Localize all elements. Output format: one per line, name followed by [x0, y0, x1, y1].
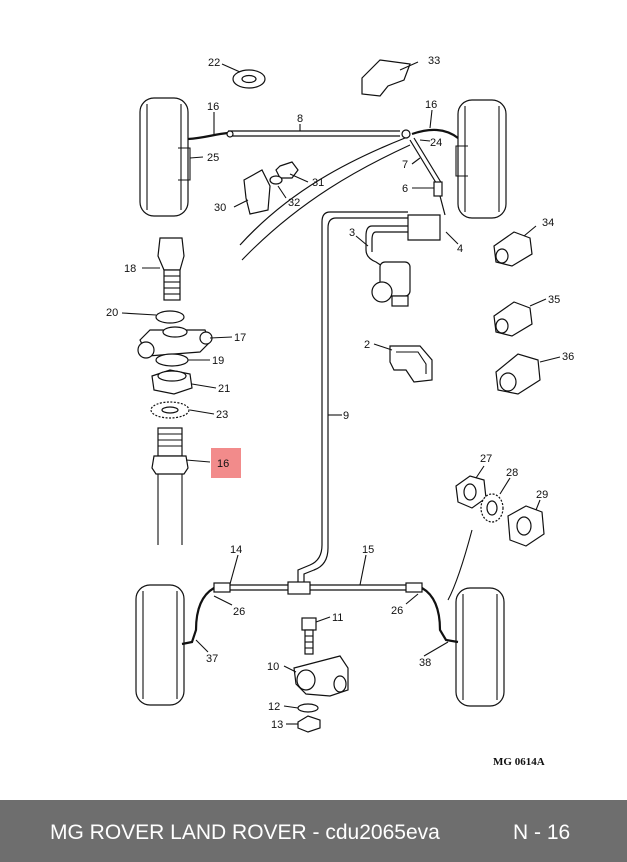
callout-7: 7 [402, 159, 408, 171]
rear-axle-pipes [181, 581, 459, 646]
part-2-bracket [389, 345, 433, 383]
diagram-reference-code: MG 0614A [493, 756, 545, 768]
callout-4: 4 [457, 243, 463, 255]
front-cross-pipe [187, 128, 459, 141]
front-right-bracket [455, 145, 468, 177]
part-35-nut [493, 301, 533, 337]
callout-24: 24 [430, 137, 442, 149]
part-33-clip [361, 59, 411, 97]
part-13-nut [297, 715, 321, 733]
callout-2: 2 [364, 339, 370, 351]
part-23-star-washer [150, 401, 190, 419]
front-left-bracket [178, 147, 191, 181]
rear-right-wheel [455, 587, 505, 707]
part-18-union [157, 237, 185, 301]
part-17-tee [137, 326, 213, 359]
part-31-nut [275, 161, 299, 179]
part-20-washer [155, 310, 185, 324]
part-11-bolt [301, 617, 317, 655]
callout-36: 36 [562, 351, 574, 363]
callout-38: 38 [419, 657, 431, 669]
footer-bar: MG ROVER LAND ROVER - cdu2065eva N - 16 [0, 800, 627, 862]
part-34-nut [493, 231, 533, 267]
pipe-connector-6 [433, 181, 443, 197]
chassis-line [239, 137, 406, 246]
callout-33: 33 [428, 55, 440, 67]
callout-18: 18 [124, 263, 136, 275]
part-28-washer [480, 493, 504, 523]
brake-pipe-diagram: 22 16 33 16 24 8 25 7 6 4 3 34 31 32 30 … [106, 55, 575, 768]
part-29-nut [507, 505, 545, 547]
callout-9: 9 [343, 410, 349, 422]
callout-16-front-right: 16 [425, 99, 437, 111]
footer-page-number: N - 16 [513, 821, 571, 844]
callout-25: 25 [207, 152, 219, 164]
callout-6: 6 [402, 183, 408, 195]
callout-14: 14 [230, 544, 242, 556]
valve-block [407, 214, 441, 241]
front-right-wheel [457, 99, 507, 219]
callout-22: 22 [208, 57, 220, 69]
callout-32: 32 [288, 197, 300, 209]
callout-28: 28 [506, 467, 518, 479]
callout-16-front-left: 16 [207, 101, 219, 113]
master-cylinder [371, 261, 411, 307]
callout-29: 29 [536, 489, 548, 501]
callout-34: 34 [542, 217, 554, 229]
callout-16-highlighted: 16 [217, 458, 229, 470]
leader-lines [121, 61, 561, 725]
callout-11: 11 [332, 612, 343, 624]
callout-19: 19 [212, 355, 224, 367]
callout-20: 20 [106, 307, 118, 319]
chassis-line-inner [241, 144, 411, 261]
callout-numbers: 22 16 33 16 24 8 25 7 6 4 3 34 31 32 30 … [106, 55, 574, 731]
callout-26-right: 26 [391, 605, 403, 617]
part-10-tee [293, 655, 349, 697]
callout-3: 3 [349, 227, 355, 239]
callout-21: 21 [218, 383, 230, 395]
callout-27: 27 [480, 453, 492, 465]
callout-8: 8 [297, 113, 303, 125]
callout-13: 13 [271, 719, 283, 731]
main-pipe-9 [297, 211, 408, 585]
footer-title: MG ROVER LAND ROVER - cdu2065eva [50, 821, 440, 844]
part-21-nut [151, 369, 193, 395]
rear-left-wheel [135, 584, 185, 706]
front-left-wheel [139, 97, 189, 217]
callout-15: 15 [362, 544, 374, 556]
callout-12: 12 [268, 701, 280, 713]
callout-31: 31 [312, 177, 324, 189]
callout-30: 30 [214, 202, 226, 214]
part-36-nut [495, 353, 541, 395]
callout-10: 10 [267, 661, 279, 673]
callout-26-left: 26 [233, 606, 245, 618]
part-32-washer [269, 175, 283, 185]
pipe-7 [409, 139, 439, 187]
pipe-to-rear-right [447, 529, 473, 601]
callout-35: 35 [548, 294, 560, 306]
callout-23: 23 [216, 409, 228, 421]
callout-17: 17 [234, 332, 246, 344]
callout-37: 37 [206, 653, 218, 665]
part-22-nut [232, 69, 266, 89]
pipe-3 [365, 225, 408, 269]
part-16-hose [151, 427, 189, 545]
part-12-washer [297, 703, 319, 713]
part-19-washer [155, 353, 189, 367]
highlight-16 [211, 448, 241, 478]
part-30-clip [243, 169, 271, 215]
